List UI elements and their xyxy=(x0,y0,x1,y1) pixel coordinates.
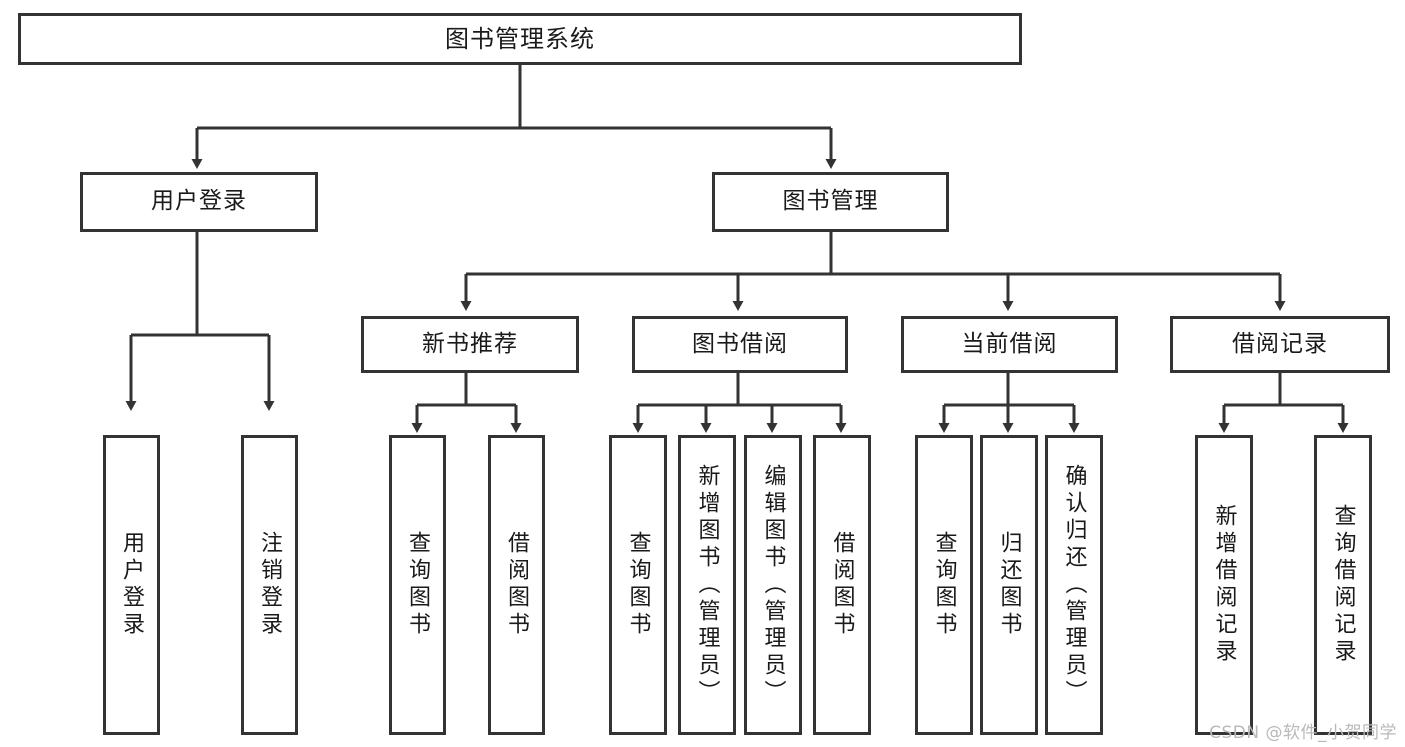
leaf-recommend-borrow-book[interactable]: 借阅图书 xyxy=(488,435,545,735)
leaf-current-confirm-return-admin[interactable]: 确认归还（管理员） xyxy=(1045,435,1103,735)
leaf-user-login-login[interactable]: 用户登录 xyxy=(103,435,160,735)
leaf-record-add-record[interactable]: 新增借阅记录 xyxy=(1195,435,1253,735)
leaf-current-return-book[interactable]: 归还图书 xyxy=(980,435,1038,735)
leaf-current-query-book[interactable]: 查询图书 xyxy=(915,435,973,735)
node-new-book-recommend[interactable]: 新书推荐 xyxy=(361,316,579,373)
node-root-system[interactable]: 图书管理系统 xyxy=(18,13,1022,65)
node-current-borrow[interactable]: 当前借阅 xyxy=(901,316,1118,373)
leaf-borrow-edit-book-admin[interactable]: 编辑图书（管理员） xyxy=(744,435,802,735)
leaf-borrow-add-book-admin[interactable]: 新增图书（管理员） xyxy=(678,435,736,735)
leaf-recommend-query-book[interactable]: 查询图书 xyxy=(389,435,446,735)
leaf-borrow-borrow-book[interactable]: 借阅图书 xyxy=(813,435,871,735)
node-book-borrow[interactable]: 图书借阅 xyxy=(632,316,848,373)
node-user-login[interactable]: 用户登录 xyxy=(80,172,318,232)
leaf-record-query-record[interactable]: 查询借阅记录 xyxy=(1314,435,1372,735)
node-borrow-record[interactable]: 借阅记录 xyxy=(1170,316,1390,373)
leaf-user-login-logout[interactable]: 注销登录 xyxy=(241,435,298,735)
node-book-management[interactable]: 图书管理 xyxy=(712,172,949,232)
leaf-borrow-query-book[interactable]: 查询图书 xyxy=(609,435,667,735)
watermark-text: CSDN @软件_小贺同学 xyxy=(1209,723,1397,743)
